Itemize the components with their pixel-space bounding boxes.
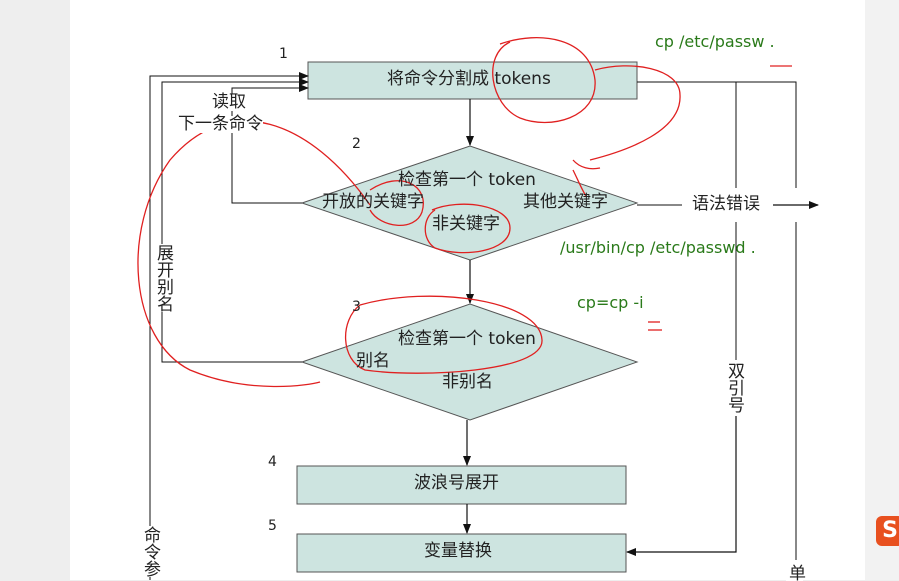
flowchart-graphics <box>137 37 819 580</box>
step1-number: 1 <box>279 46 288 62</box>
red-tick-2 <box>572 169 587 197</box>
step4-box <box>296 465 627 505</box>
step5-box <box>296 533 627 573</box>
annotation-cp-passw: cp /etc/passw . <box>655 32 775 51</box>
red-circle-alias-token <box>344 295 543 374</box>
step3-diamond <box>300 303 639 421</box>
step5-label: 变量替换 <box>424 541 492 561</box>
expand-alias-label: 展开别名 <box>153 244 173 312</box>
command-sub-label: 命令参 <box>140 526 160 577</box>
syntax-error-label: 语法错误 <box>692 194 760 214</box>
step3-non-alias: 非别名 <box>442 372 493 392</box>
red-annotations <box>137 37 792 388</box>
flowchart-canvas: 1 2 3 4 5 将命令分割成 tokens 检查第一个 token 开放的关… <box>70 0 865 581</box>
line-double-quote-lower-b <box>626 416 737 556</box>
app-logo-icon: S <box>876 516 899 546</box>
single-quote-label: 单 <box>785 564 805 581</box>
step2-number: 2 <box>352 136 361 152</box>
step4-label: 波浪号展开 <box>414 473 499 493</box>
step3-title: 检查第一个 token <box>398 329 536 349</box>
step2-diamond <box>300 145 639 261</box>
line-single-quote <box>736 81 797 188</box>
step1-label: 将命令分割成 tokens <box>387 69 551 89</box>
step5-number: 5 <box>268 518 277 534</box>
right-edge-strip <box>865 0 899 580</box>
loop-read-next <box>231 84 309 204</box>
step2-title: 检查第一个 token <box>398 170 536 190</box>
step2-other-keyword: 其他关键字 <box>523 192 608 212</box>
step1-box <box>307 61 638 100</box>
double-quote-label: 双引号 <box>724 362 744 413</box>
red-circle-tokens <box>492 37 596 124</box>
step3-alias: 别名 <box>356 351 390 371</box>
red-circle-nonkeyword <box>424 203 511 254</box>
step4-number: 4 <box>268 454 277 470</box>
step2-non-keyword: 非关键字 <box>432 214 500 234</box>
red-circle-open-keyword <box>369 180 424 226</box>
annotation-cp-alias: cp=cp -i <box>577 293 644 312</box>
read-next-label-2: 下一条命令 <box>178 114 263 134</box>
annotation-usr-bin-cp: /usr/bin/cp /etc/passwd . <box>560 238 756 257</box>
loop-expand-alias <box>161 78 309 363</box>
loop-command-sub <box>149 72 309 580</box>
red-curve-to-note <box>589 65 681 161</box>
line-double-quote <box>637 81 737 188</box>
red-curve-left-loop <box>137 120 371 388</box>
step2-open-keyword: 开放的关键字 <box>322 192 424 212</box>
red-tick-1 <box>572 159 601 170</box>
step3-number: 3 <box>352 299 361 315</box>
read-next-label-1: 读取 <box>212 92 246 112</box>
